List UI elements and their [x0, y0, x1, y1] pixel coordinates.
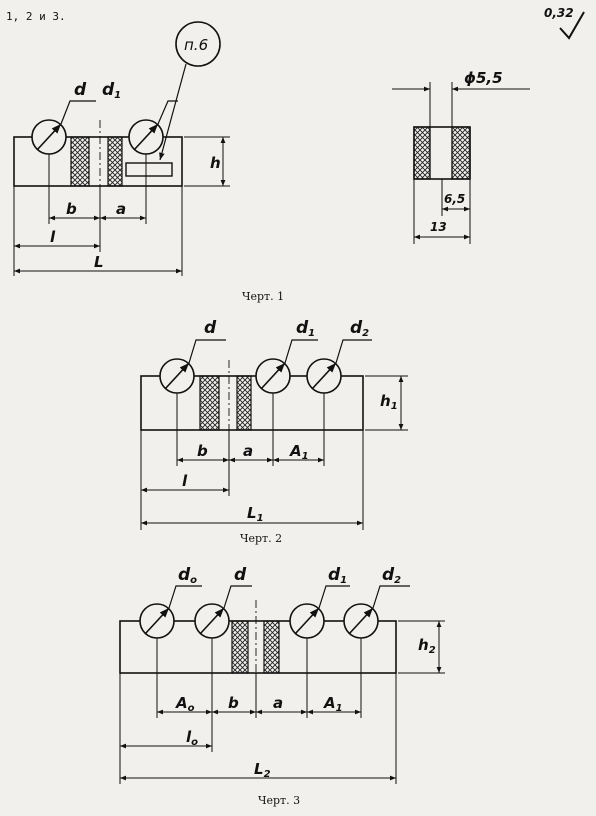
side-label-13: 13 [430, 220, 447, 234]
fig3-label-d1: d1 [328, 565, 348, 586]
fig3-caption: Черт. 3 [258, 794, 301, 807]
fig3-label-a: a [273, 694, 284, 712]
fig2-label-l: l [182, 472, 188, 490]
fig3-label-l0: lo [186, 728, 199, 748]
fig1-label-l: l [50, 228, 56, 246]
fig1-hatch-left [70, 136, 90, 187]
fig1-marking-window [125, 162, 173, 177]
fig2-label-b: b [197, 442, 208, 460]
fig2-label-d2: d2 [350, 318, 370, 339]
fig1-note-callout-circle [175, 21, 221, 67]
fig3-label-b: b [228, 694, 239, 712]
fig3-label-A1: A1 [324, 694, 343, 714]
roughness-value: 0,32 [544, 6, 574, 20]
fig2-label-h1: h1 [380, 392, 398, 412]
fig1-drawing [13, 21, 230, 276]
fig1-label-h: h [210, 154, 221, 172]
fig3-plate-outline [119, 620, 397, 674]
fig2-label-d1: d1 [296, 318, 316, 339]
fig1-label-L: L [94, 253, 104, 271]
fig1-label-a: a [116, 200, 127, 218]
fig2-label-A1: A1 [290, 442, 309, 462]
header-text: 1, 2 и 3. [6, 10, 66, 23]
fig3-drawing [119, 585, 445, 784]
fig2-drawing [140, 339, 408, 530]
side-label-diameter: ϕ5,5 [464, 69, 503, 87]
fig2-label-L1: L1 [247, 504, 264, 524]
fig1-plate-outline [13, 136, 183, 187]
roughness-check-symbol [559, 11, 585, 40]
fig3-label-d: d [234, 565, 247, 585]
fig3-label-h2: h2 [418, 636, 436, 656]
fig2-plate-outline [140, 375, 364, 431]
side-view-drawing [392, 82, 530, 244]
fig1-hatch-right [107, 136, 123, 187]
fig3-label-d2: d2 [382, 565, 402, 586]
fig3-label-L2: L2 [254, 760, 271, 780]
fig3-label-d0: do [178, 565, 198, 586]
fig2-caption: Черт. 2 [240, 532, 283, 545]
fig3-label-A0: Ao [176, 694, 195, 714]
fig1-note-callout-text: п.6 [184, 36, 209, 54]
fig1-caption: Черт. 1 [242, 290, 285, 303]
fig1-label-d: d [74, 80, 87, 100]
side-label-6-5: 6,5 [444, 192, 466, 206]
fig2-label-d: d [204, 318, 217, 338]
fig2-label-a: a [243, 442, 254, 460]
fig1-label-d1: d1 [102, 80, 122, 101]
fig1-label-b: b [66, 200, 77, 218]
